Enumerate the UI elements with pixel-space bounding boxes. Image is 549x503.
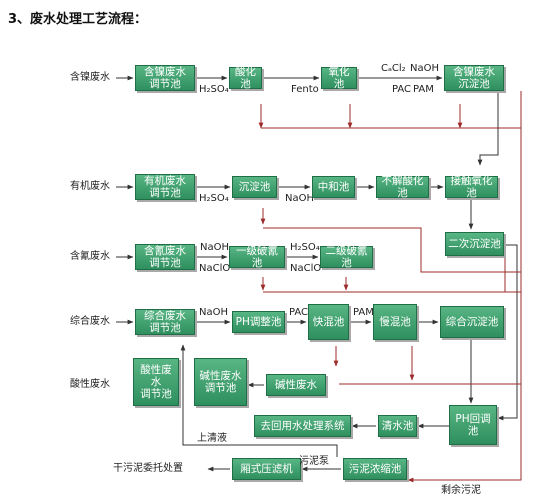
reagent-pam-a: PAM <box>413 84 434 95</box>
sludge-trunk-right <box>407 91 522 483</box>
reagent-pac-a: PAC <box>392 84 412 95</box>
node-fast-mix: 快混池 <box>308 304 349 340</box>
node-ni-tank: 含镍废水 调节池 <box>135 65 195 91</box>
node-settle2: 二次沉淀池 <box>445 232 504 256</box>
node-cn-tank: 含氰废水 调节池 <box>135 244 195 270</box>
edge-settle2-down <box>505 244 518 400</box>
inflow-acid-label: 酸性废水 <box>70 379 110 390</box>
node-combo-settle: 综合沉淀池 <box>440 306 504 338</box>
reagent-h2so4-b: H₂SO₄ <box>199 193 229 204</box>
node-neutral: 中和池 <box>312 176 355 198</box>
node-ph-back: PH回调池 <box>449 405 497 445</box>
node-acidify: 酸化池 <box>229 66 262 90</box>
edge-right-into-phback <box>497 400 518 421</box>
inflow-mix-label: 综合废水 <box>70 316 110 327</box>
reagent-naoh-a: NaOH <box>410 63 439 74</box>
node-ph-adjust: PH调整池 <box>232 311 285 333</box>
node-mix-tank: 综合废水 调节池 <box>135 309 195 335</box>
edge-supernatant <box>180 344 338 457</box>
sludge-org-line <box>263 227 521 273</box>
node-org-tank: 有机废水 调节池 <box>135 174 195 200</box>
reagent-h2so4-c: H₂SO₄ <box>290 242 320 253</box>
node-cn-break2: 二级破氰池 <box>320 245 373 269</box>
reagent-naoh-c: NaOH <box>200 242 229 253</box>
node-cn-break1: 一级破氰池 <box>229 245 285 269</box>
node-ni-settle: 含镍废水 沉淀池 <box>444 65 504 91</box>
node-reuse: 去回用水处理系统 <box>254 415 351 437</box>
reagent-fento: Fento <box>291 84 319 95</box>
page-title: 3、废水处理工艺流程： <box>8 12 148 27</box>
node-alk-pool: 碱性废水 调节池 <box>194 358 247 406</box>
reagent-naclo-c: NaClO <box>199 263 231 274</box>
node-sludge: 污泥浓缩池 <box>343 458 407 480</box>
dry-sludge-label: 干污泥委托处置 <box>113 463 183 474</box>
node-alk-water: 碱性废水 <box>266 374 326 396</box>
inflow-cn-label: 含氰废水 <box>70 251 110 262</box>
reagent-pac-d: PAC <box>289 307 309 318</box>
reagent-naoh-d: NaOH <box>199 307 228 318</box>
node-acid-tank: 酸性废水 调节池 <box>133 358 179 406</box>
node-org-settle: 沉淀池 <box>232 176 277 198</box>
node-clear: 清水池 <box>378 415 417 437</box>
inflow-ni-label: 含镍废水 <box>70 72 110 83</box>
supernatant-label: 上清液 <box>197 433 227 444</box>
node-oxidize: 氧化池 <box>321 66 357 90</box>
sludge-settle2-line <box>504 256 521 293</box>
node-contact-ox: 接触氧化池 <box>445 175 498 199</box>
node-press: 厢式压滤机 <box>232 458 301 480</box>
edge-nisettle-to-org <box>477 90 499 166</box>
remain-sludge-label: 剩余污泥 <box>441 485 481 496</box>
sludge-pump-label: 污泥泵 <box>299 456 329 467</box>
reagent-naclo-d: NaClO <box>290 263 322 274</box>
inflow-org-label: 有机废水 <box>70 181 110 192</box>
reagent-cacl2: CₐCl₂ <box>381 63 406 74</box>
reagent-h2so4-a: H₂SO₄ <box>199 84 229 95</box>
reagent-naoh-b: NaOH <box>285 193 314 204</box>
reagent-pam-d: PAM <box>353 307 374 318</box>
node-no-acidify: 不解酸化池 <box>376 175 429 199</box>
node-slow-mix: 慢混池 <box>373 304 417 340</box>
